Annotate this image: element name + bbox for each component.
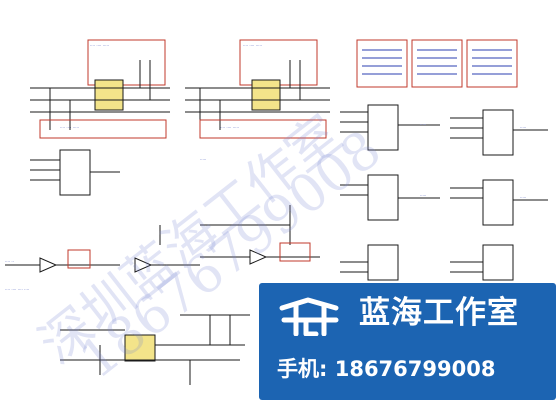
phone-number: 18676799008 [334,357,496,381]
mcu-block-center [185,39,330,139]
studio-name: 蓝海工作室 [359,295,519,331]
svg-text:.... ..: .... .. [5,258,14,263]
svg-text:.... .... .....: .... .... ..... [60,124,79,129]
power-regulator [60,314,250,385]
svg-text:.... .... .....: .... .... ..... [243,42,262,47]
svg-text:.....: ..... [520,124,526,129]
mcu-block-left [30,39,170,139]
svg-text:.....: ..... [420,192,426,197]
svg-text:.... .... .....: .... .... ..... [90,42,109,47]
svg-text:.... .... .... ....: .... .... .... .... [5,286,29,291]
contact-banner: 蓝海工作室 手机: 18676799008 [259,283,556,400]
svg-text:.....: ..... [420,121,426,126]
svg-text:.... .... .....: .... .... ..... [220,124,239,129]
small-net-text: .... .... ..... .... .... ..... .... ...… [5,42,526,291]
phone-line: 手机: 18676799008 [277,355,495,383]
header-blocks-top-right [356,39,518,88]
studio-logo-icon [279,297,339,336]
phone-label: 手机: [277,357,328,381]
opamp-stage [5,205,320,273]
svg-text:.....: ..... [200,156,206,161]
db9-connectors [30,104,548,281]
svg-text:.....: ..... [520,194,526,199]
